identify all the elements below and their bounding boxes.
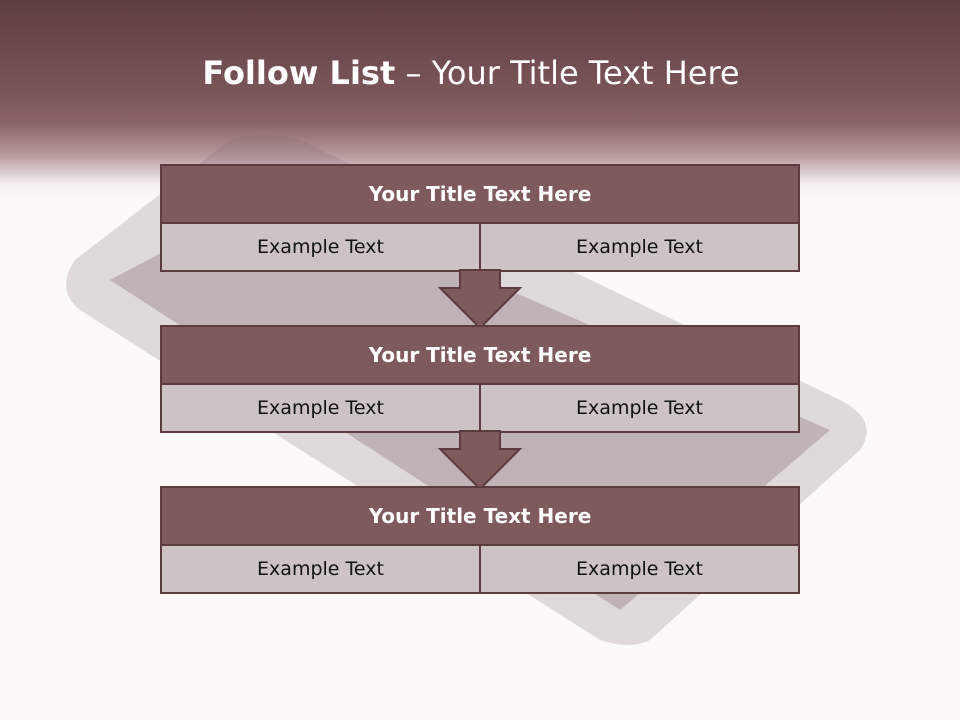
step-cell-left: Example Text xyxy=(162,224,479,270)
down-arrow-icon xyxy=(438,430,522,491)
step-box-3: Your Title Text Here Example Text Exampl… xyxy=(160,486,800,594)
step-box-1: Your Title Text Here Example Text Exampl… xyxy=(160,164,800,272)
step-row: Example Text Example Text xyxy=(162,222,798,270)
step-cell-right: Example Text xyxy=(479,385,798,431)
step-box-2: Your Title Text Here Example Text Exampl… xyxy=(160,325,800,433)
step-title: Your Title Text Here xyxy=(162,327,798,383)
step-title: Your Title Text Here xyxy=(162,166,798,222)
step-cell-right: Example Text xyxy=(479,546,798,592)
step-row: Example Text Example Text xyxy=(162,544,798,592)
slide-title: Follow List – Your Title Text Here xyxy=(0,54,942,92)
slide-title-bold: Follow List xyxy=(202,54,396,92)
step-row: Example Text Example Text xyxy=(162,383,798,431)
slide-title-rest: – Your Title Text Here xyxy=(395,54,740,92)
step-cell-left: Example Text xyxy=(162,546,479,592)
down-arrow-icon xyxy=(438,269,522,330)
step-cell-left: Example Text xyxy=(162,385,479,431)
step-title: Your Title Text Here xyxy=(162,488,798,544)
step-cell-right: Example Text xyxy=(479,224,798,270)
